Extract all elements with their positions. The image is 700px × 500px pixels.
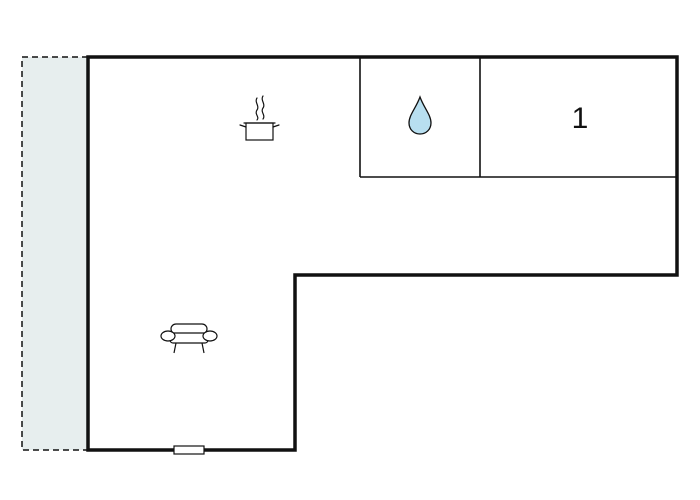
sofa-leg-left <box>173 342 177 354</box>
sofa-arm-left <box>160 330 176 342</box>
pot-handle-right <box>272 124 280 128</box>
entrance-door-icon <box>173 445 205 455</box>
sofa-arm-right <box>202 330 218 342</box>
sofa-seat <box>169 332 209 344</box>
sofa-leg-right <box>201 342 205 354</box>
interior-walls <box>359 57 677 178</box>
pot-handle-left <box>239 124 247 128</box>
cooking-pot-icon <box>239 95 280 141</box>
terrace-fill <box>22 57 88 450</box>
bedroom-label: 1 <box>572 102 589 135</box>
steam-line-1 <box>255 97 259 121</box>
terrace <box>21 56 88 451</box>
sofa-icon <box>160 323 218 354</box>
outer-walls <box>86 55 679 452</box>
terrace-dashed-outline <box>21 56 88 451</box>
water-drop-icon <box>408 95 432 135</box>
steam-line-2 <box>261 95 265 120</box>
pot-body <box>245 122 274 141</box>
